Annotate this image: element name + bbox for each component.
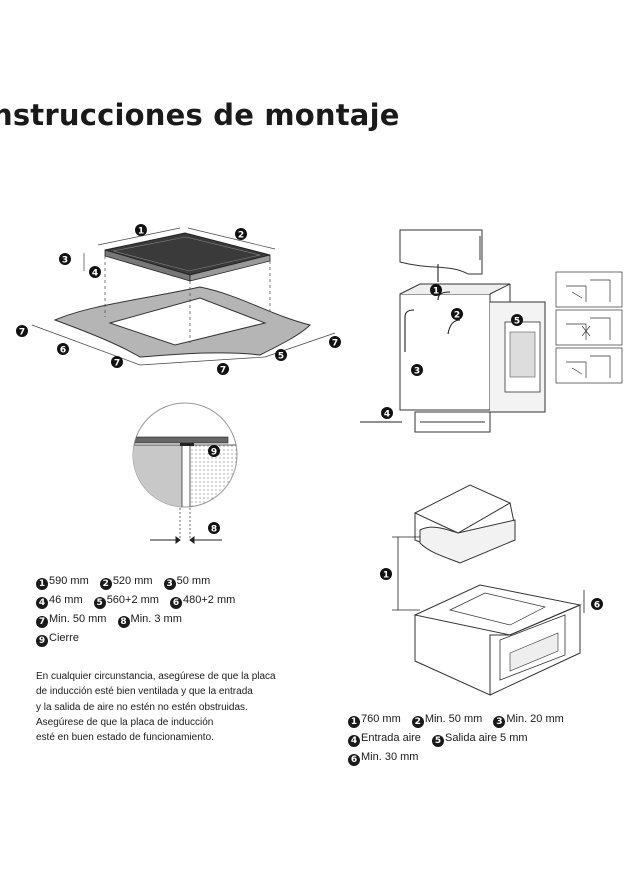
marker-5: 5: [514, 317, 520, 327]
marker-6: 6: [594, 601, 600, 611]
paragraph-line: de inducción esté bien ventilada y que l…: [36, 686, 253, 698]
marker-1: 1: [138, 227, 144, 237]
oven-cabinet-diagram: 1 6: [380, 484, 603, 696]
legend-item-text: 480+2 mm: [183, 594, 236, 606]
marker-2: 2: [238, 231, 244, 241]
legend-item-text: Min. 30 mm: [361, 751, 419, 763]
marker-6: 6: [60, 346, 66, 356]
legend-number-badge: 1: [348, 716, 360, 728]
marker-7a: 7: [19, 328, 25, 338]
legend-item-text: Min. 50 mm: [49, 613, 107, 625]
legend-item-text: Min. 3 mm: [130, 613, 182, 625]
marker-7b: 7: [114, 359, 120, 369]
legend-item-text: 560+2 mm: [106, 594, 159, 606]
paragraph-line: En cualquier circunstancia, asegúrese de…: [36, 671, 276, 682]
legend-number-badge: 3: [493, 716, 506, 728]
legend-number-badge: 2: [99, 578, 112, 590]
legend-item-text: 520 mm: [112, 575, 153, 587]
marker-7c: 7: [220, 366, 226, 376]
legend-item-text: Min. 20 mm: [506, 713, 564, 725]
section-detail-diagram: 9 8: [132, 402, 238, 544]
legend-number-badge: 4: [348, 735, 360, 747]
paragraph-line: esté en buen estado de funcionamiento.: [36, 732, 214, 744]
marker-2: 2: [454, 311, 460, 321]
marker-9: 9: [211, 448, 217, 458]
legend-number-badge: 3: [163, 578, 176, 590]
legend-item-text: 590 mm: [49, 575, 89, 587]
page-title: nstrucciones de montaje: [0, 98, 400, 132]
marker-1: 1: [383, 571, 389, 581]
marker-5: 5: [278, 352, 284, 362]
legend-number-badge: 2: [411, 716, 424, 728]
legend-number-badge: 9: [36, 635, 48, 647]
marker-3: 3: [414, 367, 420, 377]
marker-4: 4: [384, 410, 390, 420]
paragraph-line: y la salida de aire no estén no estén ob…: [36, 701, 248, 713]
legend-item-text: Min. 50 mm: [424, 713, 483, 725]
legend-number-badge: 4: [36, 597, 48, 609]
marker-1: 1: [433, 287, 439, 297]
marker-3: 3: [62, 256, 68, 266]
legend-number-badge: 1: [36, 578, 48, 590]
legend-number-badge: 5: [93, 597, 106, 609]
marker-7d: 7: [332, 339, 338, 349]
hob-cutout-diagram: 1 2 3 4 5 6 7 7 7 7: [16, 224, 341, 380]
ventilation-note: En cualquier circunstancia, asegúrese de…: [36, 669, 326, 745]
paragraph-line: Asegúrese de que la placa de inducción: [36, 716, 214, 728]
legend-number-badge: 6: [170, 597, 183, 609]
legend-item-text: Entrada aire: [361, 732, 421, 744]
legend-item-text: 50 mm: [176, 575, 211, 587]
legend-item-text: 760 mm: [361, 713, 401, 725]
legend-item-text: Cierre: [49, 632, 79, 644]
legend-number-badge: 8: [117, 616, 130, 628]
legend-number-badge: 7: [36, 616, 48, 628]
legend-number-badge: 6: [348, 754, 360, 766]
marker-8: 8: [211, 525, 217, 535]
legend-item-text: 46 mm: [49, 594, 83, 606]
legend-item-text: Salida aire 5 mm: [445, 732, 528, 744]
marker-4: 4: [92, 269, 98, 279]
legend-number-badge: 5: [432, 735, 444, 747]
ventilation-diagram: 1 2 3 4 5: [360, 229, 623, 433]
